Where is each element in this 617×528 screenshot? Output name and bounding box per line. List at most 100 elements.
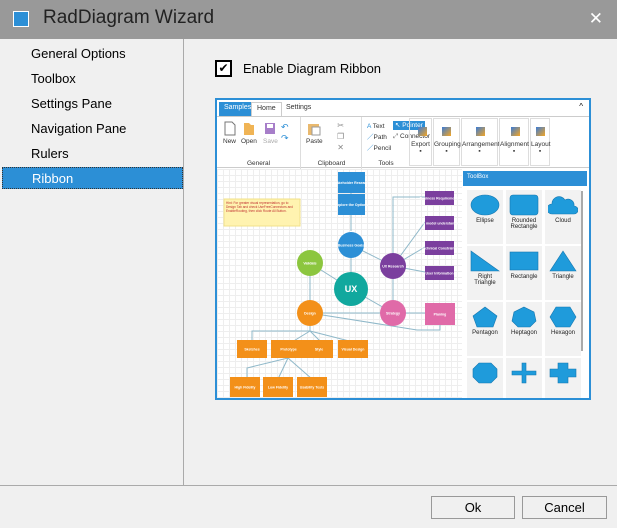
pentagon-icon [472,306,498,328]
group-general-label: General [246,160,271,167]
path-icon: ／ [367,134,374,141]
diagram-node-label: Business Goals [338,244,364,248]
toolbox-item-right-triangle: Right Triangle [467,246,503,300]
diagram-node-label: Prototype [280,348,296,352]
connector [246,357,289,379]
toolbox-item-octagon [467,358,503,398]
undo-redo-icon: ↶↷ [281,122,289,143]
paste-button: Paste [306,121,323,145]
tab-samples: Samples [219,102,257,116]
group-clipboard: Paste ✂❐✕ Clipboard [302,117,362,169]
paste-icon [308,124,321,136]
enable-ribbon-checkbox[interactable]: ✔ [215,60,232,77]
connector [309,312,441,331]
save-icon [265,123,276,134]
ok-button[interactable]: Ok [431,496,515,519]
diagram-node-label: Stakeholder Research [333,181,370,185]
diagram-node-shape [297,250,323,276]
connector-icon: ⤢ [393,133,399,140]
new-file-icon [224,121,235,136]
arrangement-dropdown: Arrangement▪ [461,118,500,166]
toolbox-item-rounded-rectangle: Rounded Rectangle [506,190,542,244]
diagram-node-label: Low Fidelity [268,386,288,390]
diagram-node-shape [305,340,333,358]
diagram-node-label: UX [345,284,358,294]
toolbox-item-label: Heptagon [510,330,538,336]
toolbox-item-triangle: Triangle [545,246,581,300]
toolbox-item-heptagon: Heptagon [506,302,542,356]
diagram-node-label: Explore the Options [335,203,368,207]
sidebar-item-toolbox[interactable]: Toolbox [31,71,76,86]
sidebar-item-settings-pane[interactable]: Settings Pane [31,96,112,111]
group-tools-label: Tools [378,160,394,167]
diagram-node-shape [271,340,306,358]
pointer-button: ↖ Pointer [393,121,425,130]
ribbon-preview: Samples Home Settings ^ New Open Save ↶↷… [215,98,591,400]
toolbox-item-rectangle: Rectangle [506,246,542,300]
toolbox-item-label: Cloud [555,218,571,224]
footer-divider [0,485,617,486]
sidebar-item-navigation-pane[interactable]: Navigation Pane [31,121,127,136]
group-clipboard-label: Clipboard [317,160,346,167]
plus-icon [511,362,537,384]
diagram-node-label: Task model understanding [417,222,461,226]
diagram-node-label: Technical Constraints [421,247,457,251]
diagram-node-shape [263,377,293,397]
rectangle-icon [509,251,539,271]
toolbox-item-pentagon: Pentagon [467,302,503,356]
diagram-node-label: High Fidelity [235,386,256,390]
diagram-node-label: Planing [434,313,447,317]
toolbox-title: ToolBox [463,171,587,186]
close-icon[interactable]: ✕ [588,9,603,29]
sidebar-item-rulers[interactable]: Rulers [31,146,69,161]
layout-dropdown: Layout▪ [530,118,551,166]
toolbox-scrollbar [581,191,583,351]
diagram-node-label: Visual Design [342,348,365,352]
ellipse-icon [470,194,500,216]
diagram-node-shape [297,377,327,397]
cut-copy-delete-icons: ✂❐✕ [337,121,345,152]
toolbox-item-label: Triangle [552,274,574,280]
cancel-button[interactable]: Cancel [522,496,607,519]
tab-home: Home [251,102,282,116]
diagram-node-label: Style [315,348,323,352]
octagon-icon [472,362,498,384]
diagram-node-shape [425,266,454,280]
diagram-node-label: Strategy [386,312,400,316]
diagram-node-shape [230,377,260,397]
arrangement-icon [476,127,485,136]
connector [392,196,425,266]
toolbox-item-label: Right Triangle [474,274,496,286]
toolbox-item-label: Pentagon [472,330,498,336]
toolbox-item-label: Ellipse [476,218,494,224]
group-tools: A Text／Path／Pencil ↖ Pointer⤢ Connector … [363,117,430,169]
cross-icon [549,362,577,384]
hint-note [223,198,301,227]
sidebar-item-ribbon[interactable]: Ribbon [2,167,183,189]
save-button: Save [263,121,278,145]
connector [287,357,313,380]
pencil-icon: ／ [367,145,374,152]
diagram-node-label: User Information [425,272,453,276]
diagram-node-shape [425,241,454,255]
folder-icon [243,123,254,135]
toolbox-item-label: Rounded Rectangle [510,218,538,230]
diagram-node-label: Business Requirements [420,197,460,201]
hint-text: Hint: For greater visual representation,… [226,201,293,213]
diagram-node-shape [338,232,364,258]
rounded-rectangle-icon [509,194,539,216]
right-triangle-icon [470,250,500,272]
new-button: New [223,121,236,145]
alignment-icon [511,127,520,136]
diagram-node-shape [425,303,455,325]
diagram-node-label: Validate [303,262,316,266]
ribbon-tabs: Samples Home Settings ^ [217,100,589,116]
grouping-icon [442,127,451,136]
enable-ribbon-label: Enable Diagram Ribbon [243,61,382,76]
toolbox-item-cloud: Cloud [545,190,581,244]
triangle-icon [549,250,577,272]
window-title: RadDiagram Wizard [43,7,215,28]
sidebar-item-general-options[interactable]: General Options [31,46,126,61]
